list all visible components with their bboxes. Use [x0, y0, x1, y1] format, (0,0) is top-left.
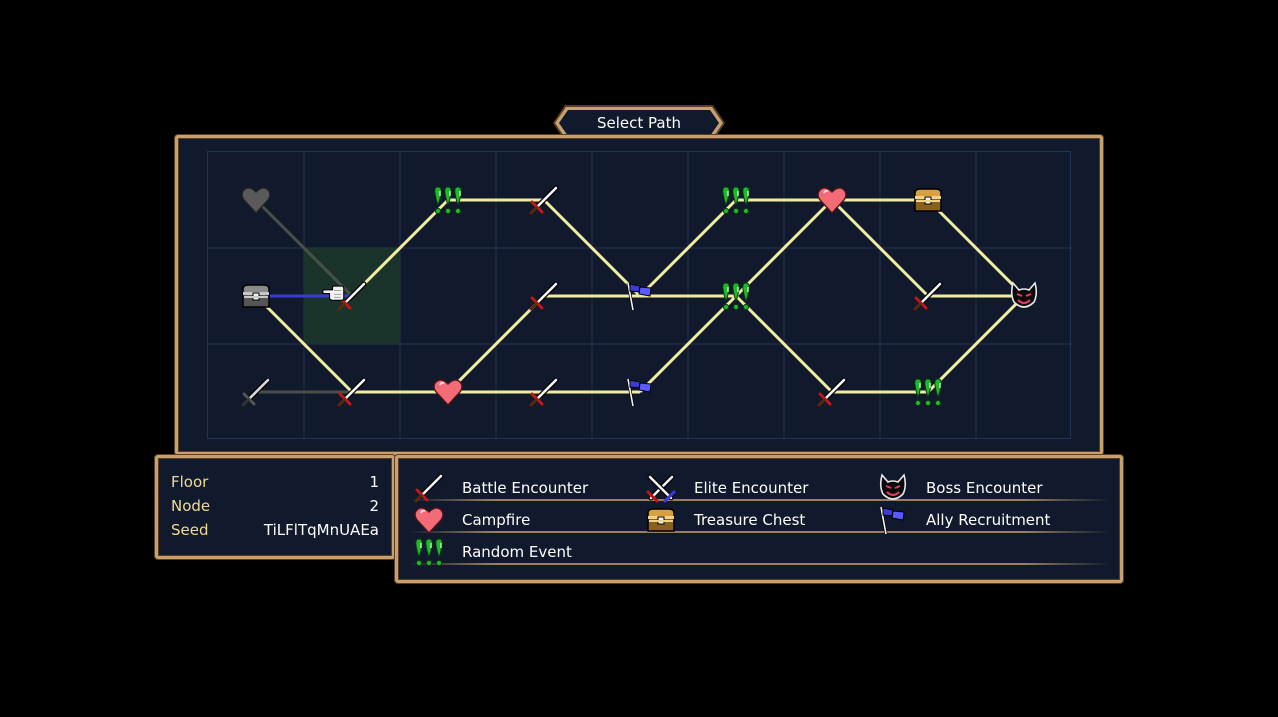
title-tab: Select Path: [551, 103, 727, 143]
path-edge-path: [350, 198, 450, 298]
map-node-event[interactable]: [914, 378, 942, 407]
legend-divider: [408, 563, 1110, 565]
path-edge-path: [638, 198, 738, 298]
legend-event-label: Random Event: [462, 543, 572, 561]
legend-divider: [408, 531, 1110, 533]
seed-value: TiLFlTqMnUAEa: [263, 521, 379, 539]
boss-icon: [1010, 282, 1038, 308]
page-title: Select Path: [597, 114, 681, 132]
map-node-campfire[interactable]: [433, 378, 463, 406]
legend-divider: [408, 499, 1110, 501]
path-edge-path: [446, 294, 546, 394]
seed-label: Seed: [171, 521, 209, 539]
treasure-icon: [914, 188, 942, 212]
legend-campfire-label: Campfire: [462, 511, 531, 529]
path-edge-path: [542, 198, 642, 298]
legend-ally-label: Ally Recruitment: [926, 511, 1051, 529]
map-node-treasure: [242, 284, 270, 308]
run-info-panel: Floor 1 Node 2 Seed TiLFlTqMnUAEa: [155, 455, 395, 559]
event-icon: [914, 378, 942, 407]
legend-panel: Battle Encounter Elite Encounter Boss En…: [395, 455, 1123, 583]
legend-battle-label: Battle Encounter: [462, 479, 589, 497]
campfire-icon: [433, 378, 463, 406]
floor-label: Floor: [171, 473, 209, 491]
node-label: Node: [171, 497, 211, 515]
floor-value: 1: [369, 473, 379, 491]
map-node-event[interactable]: [722, 282, 750, 311]
path-edge-path: [734, 198, 834, 298]
legend-treasure-label: Treasure Chest: [694, 511, 806, 529]
floor-row: Floor 1: [171, 470, 379, 494]
event-icon: [722, 282, 750, 311]
node-value: 2: [369, 497, 379, 515]
elite-encounter-icon: [645, 472, 677, 504]
path-edge-visited: [254, 198, 354, 298]
map-node-event[interactable]: [722, 186, 750, 215]
treasure-chest-icon: [645, 504, 677, 536]
map-node-event[interactable]: [434, 186, 462, 215]
seed-row: Seed TiLFlTqMnUAEa: [171, 518, 379, 542]
path-map: [208, 152, 1072, 440]
path-edge-path: [254, 294, 354, 394]
ally-recruitment-icon: [877, 504, 909, 536]
legend-elite-label: Elite Encounter: [694, 479, 809, 497]
path-edge-path: [734, 294, 834, 394]
path-edge-path: [926, 198, 1026, 298]
path-edge-path: [926, 294, 1026, 394]
node-row: Node 2: [171, 494, 379, 518]
event-icon: [722, 186, 750, 215]
map-node-boss[interactable]: [1010, 282, 1038, 308]
battle-encounter-icon: [413, 472, 445, 504]
path-edge-path: [830, 198, 930, 298]
legend-boss-label: Boss Encounter: [926, 479, 1043, 497]
treasure-icon: [242, 284, 270, 308]
path-edge-path: [638, 294, 738, 394]
boss-encounter-icon: [877, 472, 909, 504]
campfire-icon: [413, 504, 445, 536]
map-node-treasure[interactable]: [914, 188, 942, 212]
random-event-icon: [413, 536, 445, 568]
map-grid: [207, 151, 1072, 440]
event-icon: [434, 186, 462, 215]
